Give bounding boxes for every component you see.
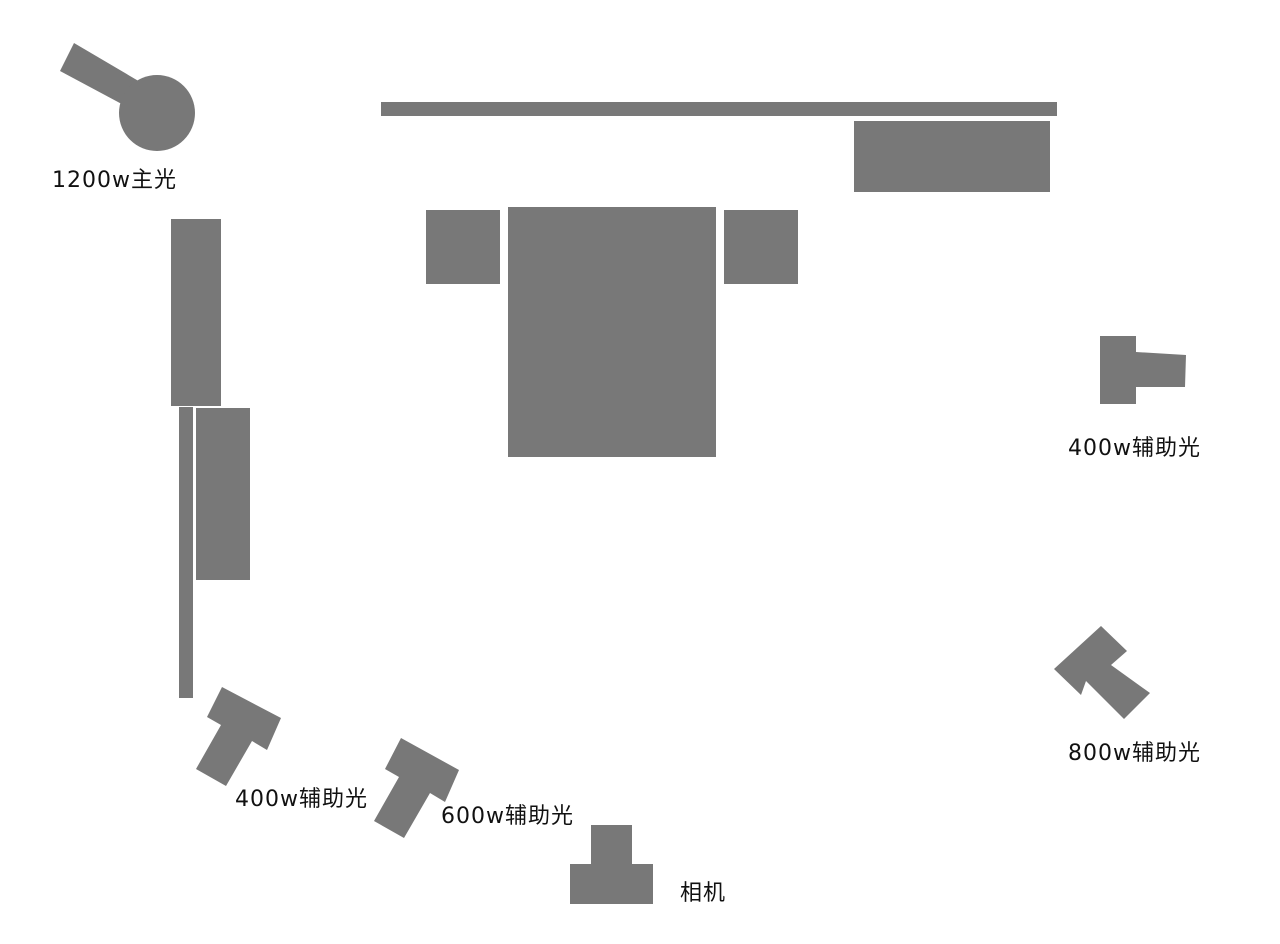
camera-body <box>570 864 653 904</box>
fill-light-mid-label: 600w辅助光 <box>441 804 574 829</box>
left-wall-strip <box>179 407 193 698</box>
fill-light-mid-body <box>374 738 459 838</box>
key-light-label: 1200w主光 <box>52 168 177 193</box>
left-cabinet-upper <box>171 219 221 406</box>
camera-top <box>591 825 632 865</box>
fill-light-right-body <box>1100 336 1186 404</box>
key-light-head <box>119 75 195 151</box>
cabinet <box>854 121 1050 192</box>
fill-light-left-400w <box>196 687 281 786</box>
camera <box>570 825 653 904</box>
fill-light-left-label: 400w辅助光 <box>235 787 368 812</box>
nightstand-left <box>426 210 500 284</box>
camera-label: 相机 <box>680 881 726 906</box>
fill-light-right-label: 400w辅助光 <box>1068 436 1201 461</box>
fill-light-bottom-right-body <box>1054 626 1150 719</box>
fill-light-right-400w <box>1100 336 1186 404</box>
fill-light-left-body <box>196 687 281 786</box>
fill-light-bottom-right-label: 800w辅助光 <box>1068 741 1201 766</box>
nightstand-right <box>724 210 798 284</box>
fill-light-mid-600w <box>374 738 459 838</box>
left-cabinet-lower <box>196 408 250 580</box>
backdrop-bar <box>381 102 1057 116</box>
bed <box>508 207 716 457</box>
fill-light-bottom-right-800w <box>1054 626 1150 719</box>
key-light-1200w <box>60 43 195 151</box>
